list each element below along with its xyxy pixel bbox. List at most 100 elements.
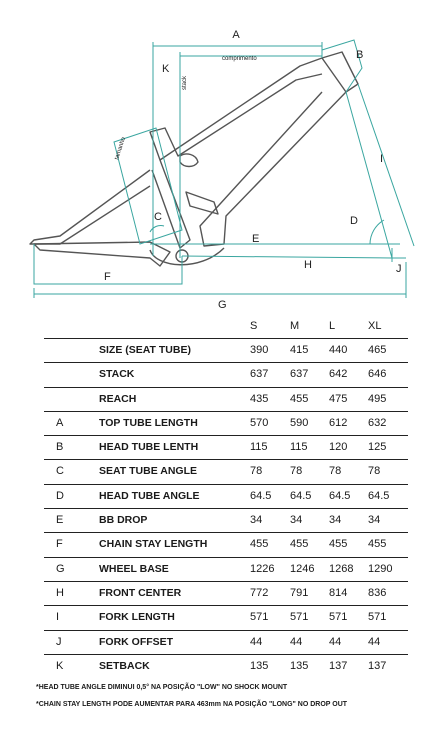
row-letter: A [56,416,64,429]
value-m: 1246 [290,562,315,575]
value-m: 64.5 [290,489,312,502]
size-header-xl: XL [368,320,382,332]
value-xl: 44 [368,635,381,648]
value-l: 571 [329,611,348,624]
value-l: 455 [329,538,348,551]
value-s: 135 [250,659,269,672]
label-stack: stack [182,75,188,90]
value-m: 44 [290,635,303,648]
geometry-diagram: A B C D E F G H I J K comprimento stack … [29,29,415,311]
table-row: I FORK LENGTH 571 571 571 571 [44,605,408,629]
value-s: 44 [250,635,263,648]
row-name: SIZE (SEAT TUBE) [99,344,191,356]
label-G: G [218,299,227,311]
value-xl: 646 [368,368,387,381]
value-m: 791 [290,586,309,599]
value-m: 455 [290,538,309,551]
value-l: 64.5 [329,489,351,502]
value-xl: 78 [368,465,381,478]
value-s: 34 [250,514,263,527]
value-s: 435 [250,392,269,405]
value-m: 34 [290,514,303,527]
value-l: 44 [329,635,342,648]
value-l: 1268 [329,562,354,575]
row-name: STACK [99,368,135,381]
label-F: F [104,271,111,283]
row-name: TOP TUBE LENGTH [99,416,198,429]
value-m: 637 [290,368,309,381]
row-name: FORK OFFSET [99,635,174,648]
value-xl: 125 [368,441,387,454]
value-s: 571 [250,611,269,624]
row-name: BB DROP [99,514,148,527]
value-l: 120 [329,441,348,454]
footnotes: *HEAD TUBE ANGLE DIMINUI 0,5° NA POSIÇÃO… [36,684,436,718]
label-E: E [252,233,259,245]
value-xl: 34 [368,514,381,527]
row-name: REACH [99,392,137,405]
row-letter: F [56,538,63,551]
row-name: WHEEL BASE [99,562,169,575]
value-s: 570 [250,416,269,429]
size-header-l: L [329,320,336,332]
label-tamanho: tamanho [114,136,127,161]
value-s: 78 [250,465,263,478]
label-K: K [162,63,170,75]
row-name: FORK LENGTH [99,611,175,624]
measurement-lines [33,39,415,298]
row-letter: I [56,611,60,624]
value-m: 571 [290,611,309,624]
value-l: 137 [329,659,348,672]
row-name: HEAD TUBE ANGLE [99,489,200,502]
value-m: 135 [290,659,309,672]
size-header-s: S [250,320,258,332]
label-D: D [350,215,358,227]
value-l: 612 [329,416,348,429]
label-A: A [232,29,240,41]
bike-frame [29,51,359,267]
label-comprimento: comprimento [222,56,257,62]
value-xl: 1290 [368,562,393,575]
value-s: 455 [250,538,269,551]
value-l: 642 [329,368,348,381]
row-letter: B [56,441,64,454]
value-xl: 137 [368,659,387,672]
value-s: 390 [250,344,269,356]
row-letter: G [56,562,65,575]
value-xl: 64.5 [368,489,390,502]
row-letter: D [56,489,64,502]
value-xl: 465 [368,344,387,356]
value-s: 115 [250,441,268,454]
value-l: 34 [329,514,342,527]
value-s: 772 [250,586,269,599]
row-letter: H [56,586,64,599]
value-l: 475 [329,392,348,405]
note-chain-stay: *CHAIN STAY LENGTH PODE AUMENTAR PARA 46… [36,701,348,708]
value-xl: 836 [368,586,387,599]
table-row: J FORK OFFSET 44 44 44 44 [44,629,408,654]
size-header-m: M [290,320,300,332]
table-row: G WHEEL BASE 1226 1246 1268 1290 [44,556,408,581]
label-B: B [356,49,363,61]
value-m: 415 [290,344,309,356]
value-m: 590 [290,416,309,429]
label-H: H [304,259,312,271]
value-s: 1226 [250,562,275,575]
value-xl: 455 [368,538,387,551]
value-xl: 571 [368,611,387,624]
size-header-row: S M L XL [0,314,440,338]
value-l: 814 [329,586,348,599]
row-letter: C [56,465,64,478]
row-name: HEAD TUBE LENTH [99,441,199,454]
row-letter: J [56,635,62,648]
